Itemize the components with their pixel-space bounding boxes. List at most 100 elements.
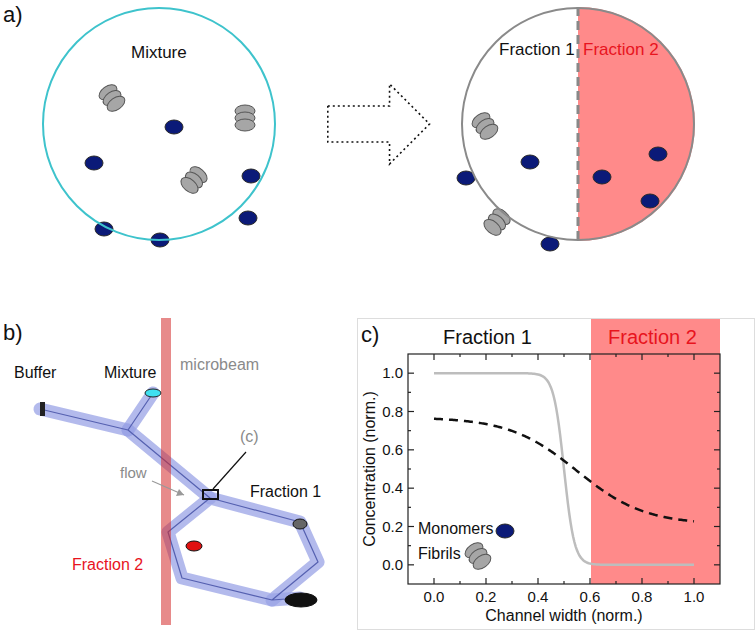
region-label: Fraction 1 <box>443 326 532 349</box>
circle-outline <box>461 7 695 241</box>
node-text: Fraction 2 <box>583 40 659 60</box>
inlet-label: Mixture <box>104 364 156 382</box>
monomer <box>541 237 559 251</box>
x-tick <box>563 581 564 584</box>
tick-label: 0.6 <box>382 441 403 458</box>
x-tick <box>693 354 694 360</box>
particles <box>85 82 667 251</box>
x-tick <box>459 354 460 357</box>
buffer-inlet <box>40 402 45 416</box>
monomer <box>649 147 667 161</box>
x-tick <box>563 354 564 357</box>
y-tick <box>408 392 411 393</box>
tick-label: 0.0 <box>382 556 403 573</box>
y-tick <box>408 507 411 508</box>
leader-line <box>213 452 246 489</box>
fraction-2-region <box>578 7 695 241</box>
fibril <box>462 540 493 573</box>
tick-label: 0.6 <box>580 588 601 605</box>
x-tick <box>641 578 642 584</box>
tick-label: 0.0 <box>424 588 445 605</box>
tick-label: 0.8 <box>632 588 653 605</box>
flow-arrow <box>152 481 184 495</box>
y-tick <box>714 488 720 489</box>
x-tick <box>511 581 512 584</box>
beam-label: microbeam <box>180 356 259 374</box>
monomer <box>85 156 103 170</box>
tick-label: 0.2 <box>382 518 403 535</box>
microfluidic-chip <box>40 318 318 625</box>
y-tick <box>714 526 720 527</box>
fibril-disc <box>477 121 500 142</box>
tick-label: 1.0 <box>684 588 705 605</box>
circle-outline <box>42 7 276 241</box>
x-tick <box>667 354 668 357</box>
y-tick <box>408 373 414 374</box>
x-tick <box>433 354 434 360</box>
tick-label: 0.8 <box>382 403 403 420</box>
fraction-1-outlet <box>293 519 307 529</box>
node-text: Fraction 1 <box>499 40 575 60</box>
tick-label: 0.4 <box>382 480 403 497</box>
y-tick <box>408 468 411 469</box>
circle-border <box>462 8 694 240</box>
inlet-label: Buffer <box>14 364 56 382</box>
fraction-2-band <box>591 319 720 584</box>
fibril <box>235 105 255 131</box>
x-tick <box>485 578 486 584</box>
fibril <box>96 82 127 115</box>
y-tick <box>408 564 414 565</box>
region-label: Fraction 2 <box>608 326 697 349</box>
monomer <box>521 155 539 169</box>
y-tick <box>714 449 720 450</box>
legend-text: Fibrils <box>418 545 461 563</box>
y-tick <box>717 430 720 431</box>
process-arrow <box>328 84 430 164</box>
plot-frame <box>408 354 720 584</box>
x-tick <box>589 578 590 584</box>
fibril <box>481 206 513 239</box>
fibril-disc <box>235 119 255 131</box>
panel-letter: a) <box>3 2 23 27</box>
y-tick <box>717 392 720 393</box>
fibril <box>469 110 500 143</box>
x-tick <box>667 581 668 584</box>
fibril-disc <box>481 216 504 238</box>
monomer-curve <box>434 419 694 522</box>
y-tick <box>408 526 414 527</box>
microbeam <box>161 318 171 625</box>
tick-label: 0.2 <box>476 588 497 605</box>
y-tick <box>714 373 720 374</box>
fibril-disc <box>178 174 201 196</box>
y-tick <box>714 564 720 565</box>
tick-label: 1.0 <box>382 365 403 382</box>
monomer <box>165 120 183 134</box>
x-tick <box>485 354 486 360</box>
outlet-label: Fraction 1 <box>250 483 321 501</box>
y-tick <box>408 545 411 546</box>
x-tick <box>693 578 694 584</box>
y-tick <box>408 488 414 489</box>
panel-frame <box>358 319 755 630</box>
tick-label: 0.4 <box>528 588 549 605</box>
x-tick <box>459 581 460 584</box>
measurement-window <box>203 490 218 499</box>
outlet-label: Fraction 2 <box>72 556 143 574</box>
outlet-port <box>285 593 317 607</box>
y-tick <box>717 468 720 469</box>
y-tick <box>408 430 411 431</box>
monomer <box>593 170 611 184</box>
legend-text: Monomers <box>418 520 494 538</box>
y-tick <box>408 449 414 450</box>
panel-letter: b) <box>3 320 23 345</box>
monomer <box>641 194 659 208</box>
flow-arrowhead <box>176 489 184 496</box>
x-tick <box>589 354 590 360</box>
x-tick <box>615 581 616 584</box>
monomer <box>239 211 257 225</box>
flow-label: flow <box>120 464 147 481</box>
y-tick <box>714 411 720 412</box>
x-tick <box>615 354 616 357</box>
